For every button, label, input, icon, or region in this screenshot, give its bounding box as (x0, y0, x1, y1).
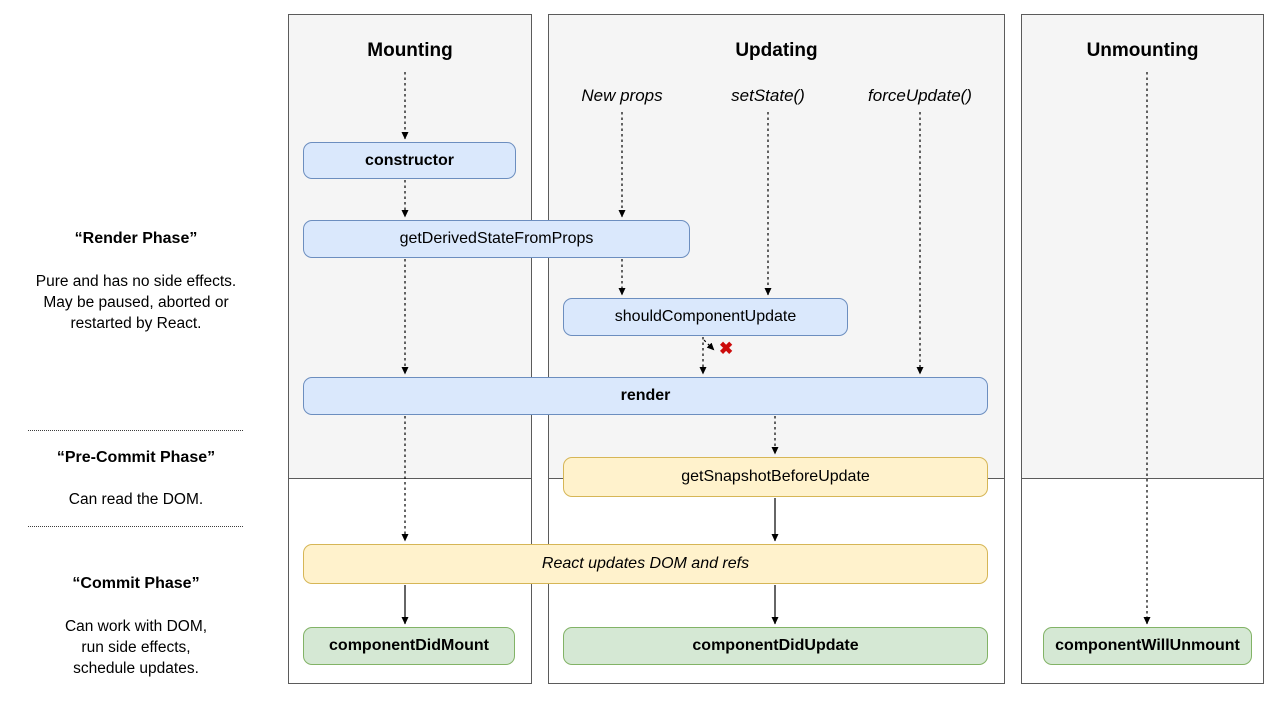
trigger-set-state: setState() (731, 86, 805, 105)
trigger-new-props: New props (581, 86, 663, 105)
component-will-unmount-node[interactable]: componentWillUnmount (1043, 627, 1252, 665)
unmounting-column: Unmounting (1021, 14, 1264, 684)
component-did-mount-node[interactable]: componentDidMount (303, 627, 515, 665)
render-phase-description: Pure and has no side effects. May be pau… (35, 273, 237, 332)
no-update-x-icon: ✖ (719, 339, 734, 358)
unmounting-column-title: Unmounting (1086, 40, 1199, 61)
trigger-force-update: forceUpdate() (868, 86, 972, 105)
get-derived-state-from-props-node[interactable]: getDerivedStateFromProps (303, 220, 690, 258)
updating-column-title: Updating (735, 40, 818, 61)
commit-phase-description: Can work with DOM, run side effects, sch… (64, 618, 208, 677)
render-node[interactable]: render (303, 377, 988, 415)
component-did-update-node[interactable]: componentDidUpdate (563, 627, 988, 665)
get-snapshot-before-update-node[interactable]: getSnapshotBeforeUpdate (563, 457, 988, 497)
mounting-column-title: Mounting (367, 40, 453, 61)
phase-divider (28, 430, 243, 431)
react-updates-dom-node: React updates DOM and refs (303, 544, 988, 584)
pre-commit-phase-title: “Pre-Commit Phase” (56, 449, 216, 466)
constructor-node[interactable]: constructor (303, 142, 516, 179)
render-phase-title: “Render Phase” (74, 230, 198, 247)
commit-phase-title: “Commit Phase” (72, 575, 200, 592)
should-component-update-node[interactable]: shouldComponentUpdate (563, 298, 848, 336)
unmounting-render-phase-region (1022, 15, 1263, 479)
phase-divider (28, 526, 243, 527)
pre-commit-phase-description: Can read the DOM. (68, 491, 204, 508)
